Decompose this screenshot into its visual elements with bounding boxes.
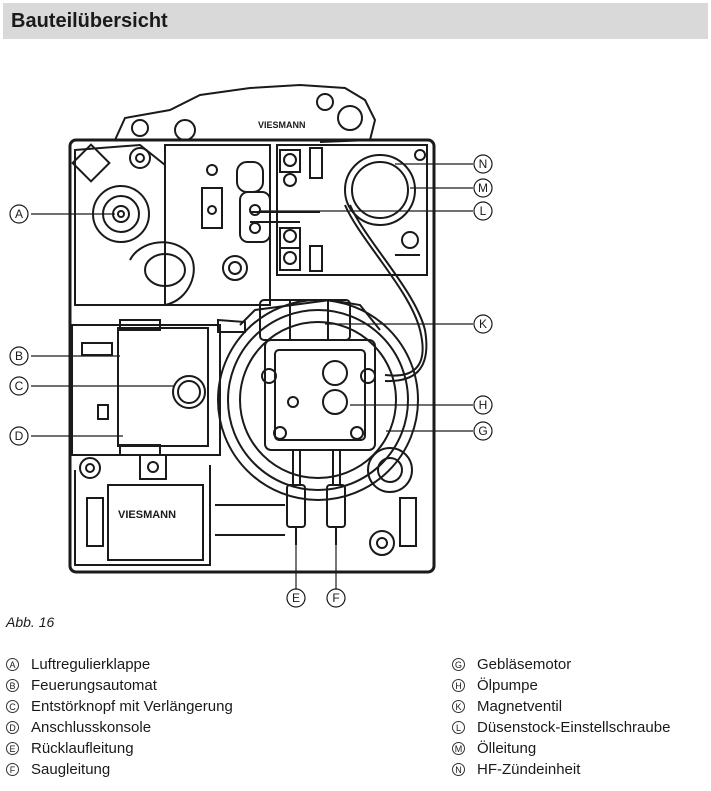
brand-logo-bottom: VIESMANN <box>118 509 176 521</box>
legend-letter: E <box>6 742 19 755</box>
legend-label: Ölpumpe <box>477 677 538 694</box>
callout-h: H <box>479 398 488 412</box>
legend-label: Düsenstock-Einstellschraube <box>477 719 671 736</box>
callout-g: G <box>478 424 487 438</box>
callout-d: D <box>15 429 24 443</box>
legend-label: Feuerungsautomat <box>31 677 157 694</box>
legend-label: Magnetventil <box>477 698 563 715</box>
legend-item: N HF-Zündeinheit <box>452 759 670 780</box>
legend-letter: F <box>6 763 19 776</box>
legend-letter: G <box>452 658 465 671</box>
legend-label: HF-Zündeinheit <box>477 761 581 778</box>
legend-label: Saugleitung <box>31 761 111 778</box>
legend-label: Gebläsemotor <box>477 656 572 673</box>
legend-item: D Anschlusskonsole <box>6 717 233 738</box>
legend-item: G Gebläsemotor <box>452 654 670 675</box>
legend-item: H Ölpumpe <box>452 675 670 696</box>
callout-l: L <box>480 204 487 218</box>
legend-letter: N <box>452 763 465 776</box>
callout-k: K <box>479 317 487 331</box>
callout-n: N <box>479 157 488 171</box>
legend-item: E Rücklaufleitung <box>6 738 233 759</box>
legend-letter: M <box>452 742 465 755</box>
brand-logo-top: VIESMANN <box>258 120 306 130</box>
legend-item: F Saugleitung <box>6 759 233 780</box>
callout-f: F <box>332 591 339 605</box>
legend-letter: C <box>6 700 19 713</box>
callout-e: E <box>292 591 300 605</box>
legend-item: C Entstörknopf mit Verlängerung <box>6 696 233 717</box>
burner-component-diagram: VIESMANN VIESMANN A B C D E F <box>9 83 493 608</box>
legend-item: K Magnetventil <box>452 696 670 717</box>
legend-label: Luftregulierklappe <box>31 656 151 673</box>
legend-letter: D <box>6 721 19 734</box>
legend-item: B Feuerungsautomat <box>6 675 233 696</box>
legend-letter: A <box>6 658 19 671</box>
legend-right: G Gebläsemotor H Ölpumpe K Magnetventil L Dü… <box>452 654 670 780</box>
section-header: Bauteilübersicht <box>3 3 708 39</box>
legend-label: Anschlusskonsole <box>31 719 152 736</box>
callout-c: C <box>15 379 24 393</box>
legend-letter: L <box>452 721 465 734</box>
callout-b: B <box>15 349 23 363</box>
legend-label: Rücklaufleitung <box>31 740 134 757</box>
callout-m: M <box>478 181 488 195</box>
legend-label: Ölleitung <box>477 740 537 757</box>
page-title: Bauteilübersicht <box>11 10 168 32</box>
legend-item: A Luftregulierklappe <box>6 654 233 675</box>
figure-caption: Abb. 16 <box>6 614 55 630</box>
callout-a: A <box>15 207 23 221</box>
legend-item: L Düsenstock-Einstellschraube <box>452 717 670 738</box>
legend-letter: H <box>452 679 465 692</box>
legend-label: Entstörknopf mit Verlängerung <box>31 698 233 715</box>
legend-letter: K <box>452 700 465 713</box>
legend-letter: B <box>6 679 19 692</box>
legend-item: M Ölleitung <box>452 738 670 759</box>
